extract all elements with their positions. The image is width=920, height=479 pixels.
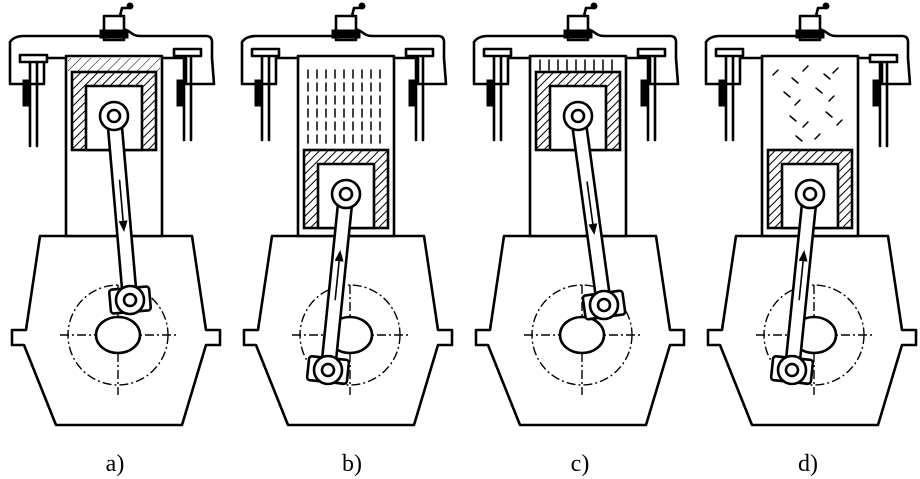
wrist-pin-bore <box>570 108 586 124</box>
spark-plug-nut <box>795 29 825 39</box>
valve-head <box>636 47 667 58</box>
valve-guide <box>872 79 881 107</box>
crankshaft-journal <box>558 315 606 355</box>
wrist-pin-bore <box>106 108 122 124</box>
exhaust-gas-mark <box>772 69 779 76</box>
spark-plug-terminal <box>118 6 130 18</box>
spark-plug-tip <box>590 2 598 10</box>
exhaust-gas-mark <box>823 73 831 80</box>
rod-motion-arrow <box>586 181 598 235</box>
caption-d: d) <box>798 451 818 477</box>
spark-plug-nut <box>563 29 593 39</box>
valve-head <box>404 47 435 58</box>
spark-plug-terminal <box>350 6 362 18</box>
exhaust-gas-mark <box>783 91 791 98</box>
exhaust-gas-mark <box>789 115 797 122</box>
panel-b <box>240 2 454 427</box>
spark-plug-terminal <box>582 6 594 18</box>
valve-head <box>172 47 203 58</box>
panel-a <box>8 2 222 427</box>
valve-guide <box>486 79 495 107</box>
valve-guide <box>22 79 31 107</box>
valve-guide <box>640 79 649 107</box>
cylinder-head <box>472 26 680 86</box>
cylinder-head <box>8 26 216 86</box>
wrist-pin-bore <box>802 186 818 202</box>
spark-plug-tip <box>822 2 830 10</box>
exhaust-gas-mark <box>815 87 823 94</box>
exhaust-gas-mark <box>794 99 801 106</box>
crank-pin-bore <box>320 362 336 378</box>
valve-head <box>18 53 49 64</box>
valve-guide <box>408 79 417 107</box>
exhaust-gas-mark <box>814 133 821 140</box>
cylinder-head <box>704 26 912 86</box>
rod-motion-arrow <box>334 250 344 301</box>
rod-motion-arrow <box>798 250 808 301</box>
valve-guide <box>718 79 727 107</box>
crank-pin-bore <box>596 297 612 313</box>
valve-head <box>868 53 899 64</box>
spark-plug-nut <box>99 29 129 39</box>
rod-motion-arrow <box>118 179 128 232</box>
exhaust-gas-mark <box>836 119 843 126</box>
caption-c: c) <box>571 451 590 477</box>
intake-mixture <box>68 58 160 72</box>
panel-d <box>704 2 918 427</box>
crankshaft-journal <box>94 315 142 355</box>
spark-plug-terminal <box>814 6 826 18</box>
exhaust-gas-mark <box>791 77 799 84</box>
crank-pin-bore <box>784 362 800 378</box>
valve-guide <box>254 79 263 107</box>
valve-head <box>714 47 745 58</box>
valve-head <box>482 47 513 58</box>
spark-plug-nut <box>331 29 361 39</box>
caption-a: a) <box>106 451 125 477</box>
valve-guide <box>176 79 185 107</box>
exhaust-gas-mark <box>828 95 835 102</box>
crank-pin-bore <box>122 292 138 308</box>
exhaust-gas-mark <box>802 121 809 128</box>
exhaust-gas-mark <box>802 65 809 72</box>
spark-plug-tip <box>358 2 366 10</box>
valve-head <box>250 47 281 58</box>
spark-plug-tip <box>126 2 134 10</box>
cylinder-head <box>240 26 448 86</box>
wrist-pin-bore <box>338 186 354 202</box>
panel-c <box>472 2 686 427</box>
exhaust-gas-mark <box>795 135 803 142</box>
caption-b: b) <box>342 451 362 477</box>
exhaust-gas-mark <box>825 111 833 118</box>
exhaust-gas-mark <box>832 67 839 74</box>
